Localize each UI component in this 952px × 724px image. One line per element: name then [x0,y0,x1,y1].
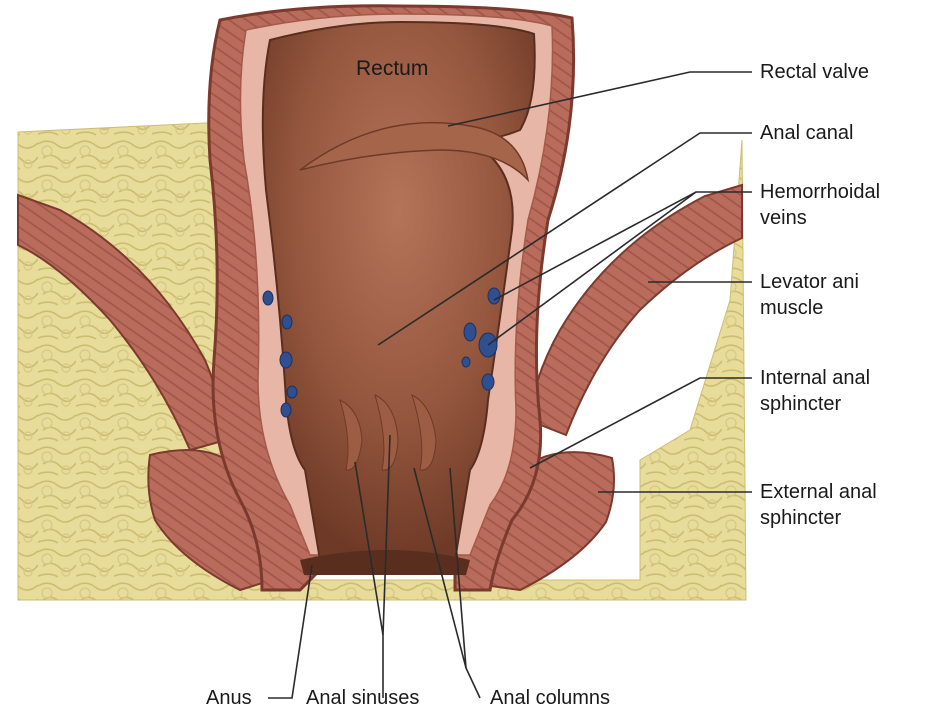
label-internal-line1: Internal anal [760,366,870,391]
label-anal-sinuses: Anal sinuses [306,686,419,711]
label-rectum: Rectum [356,56,428,81]
label-external-line1: External anal [760,480,877,505]
label-anus: Anus [206,686,252,711]
label-external-line2: sphincter [760,506,841,531]
label-rectal-valve: Rectal valve [760,60,869,85]
label-levator-line2: muscle [760,296,823,321]
label-hemorrhoidal-line2: veins [760,206,807,231]
label-anal-columns: Anal columns [490,686,610,711]
label-hemorrhoidal-line1: Hemorrhoidal [760,180,880,205]
label-anal-canal: Anal canal [760,121,853,146]
label-levator-line1: Levator ani [760,270,859,295]
label-internal-line2: sphincter [760,392,841,417]
